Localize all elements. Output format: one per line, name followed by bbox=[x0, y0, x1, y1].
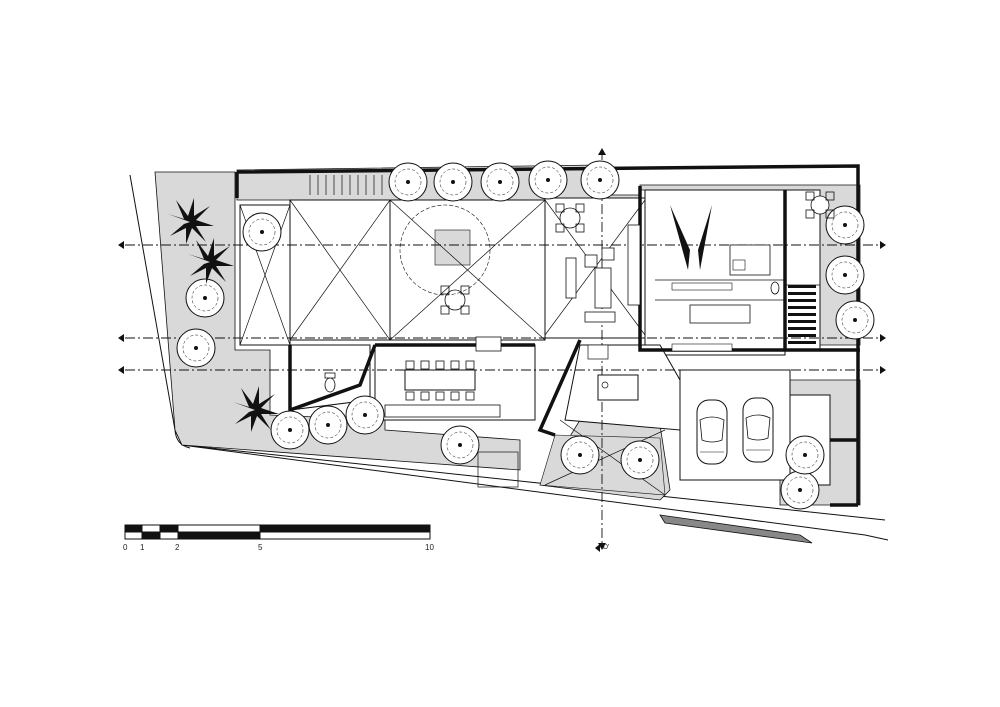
dining-table bbox=[384, 360, 501, 418]
toilet bbox=[324, 281, 780, 393]
kitchen-island bbox=[587, 344, 639, 401]
trees bbox=[176, 160, 875, 510]
scale-label-1: 1 bbox=[140, 543, 145, 552]
scale-label-0: 0 bbox=[123, 543, 128, 552]
scale-label-10: 10 bbox=[425, 543, 434, 552]
section-mark-label: D' bbox=[603, 544, 610, 551]
stairs bbox=[309, 175, 383, 195]
patio-table bbox=[805, 191, 835, 219]
section-mark-d bbox=[595, 544, 600, 552]
scale-bar bbox=[124, 524, 431, 540]
grid-axes bbox=[125, 150, 880, 545]
scale-label-5: 5 bbox=[258, 543, 263, 552]
bedroom-furniture bbox=[670, 205, 771, 352]
stairs-dark bbox=[788, 285, 816, 344]
partitions bbox=[239, 199, 820, 496]
street-edge bbox=[181, 444, 866, 544]
scale-label-2: 2 bbox=[175, 543, 180, 552]
living-furniture bbox=[440, 203, 641, 352]
